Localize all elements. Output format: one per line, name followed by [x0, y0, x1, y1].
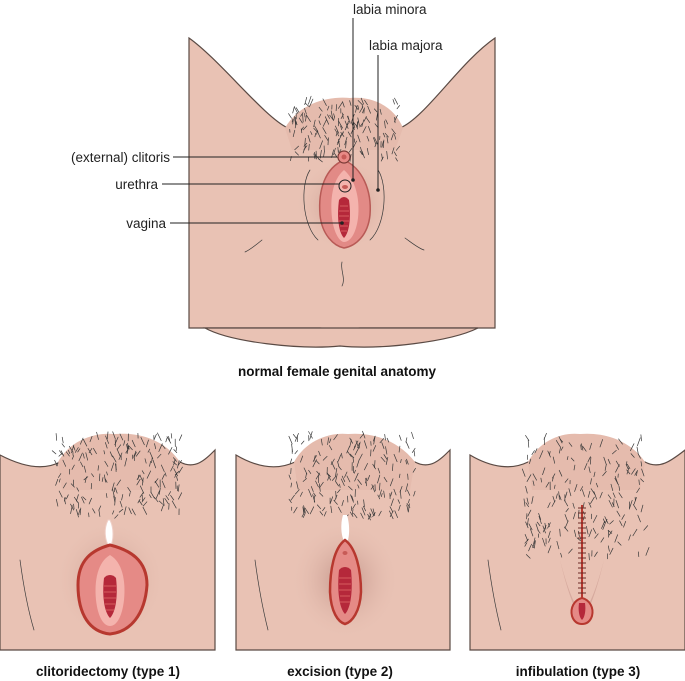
caption-normal-anatomy: normal female genital anatomy	[238, 364, 437, 379]
pubic-hair	[288, 430, 416, 521]
label-urethra: urethra	[115, 177, 158, 192]
normal-anatomy-illustration	[162, 18, 496, 348]
pubic-hair	[521, 432, 650, 561]
panel-excision	[235, 430, 451, 651]
label-vagina: vagina	[126, 216, 166, 231]
urethra-opening	[342, 185, 348, 189]
label-labia-minora: labia minora	[353, 2, 427, 17]
pubic-hair	[51, 431, 183, 519]
label-clitoris: (external) clitoris	[71, 150, 170, 165]
scar-clitoris-removed	[341, 515, 350, 545]
caption-excision: excision (type 2)	[287, 664, 393, 679]
panel-infibulation	[469, 432, 685, 651]
pubic-hair	[288, 95, 401, 163]
vaginal-opening	[338, 197, 350, 238]
stitches	[578, 507, 586, 594]
label-labia-majora: labia majora	[369, 38, 443, 53]
caption-infibulation: infibulation (type 3)	[516, 664, 641, 679]
panel-clitoridectomy	[0, 431, 216, 651]
caption-clitoridectomy: clitoridectomy (type 1)	[36, 664, 180, 679]
